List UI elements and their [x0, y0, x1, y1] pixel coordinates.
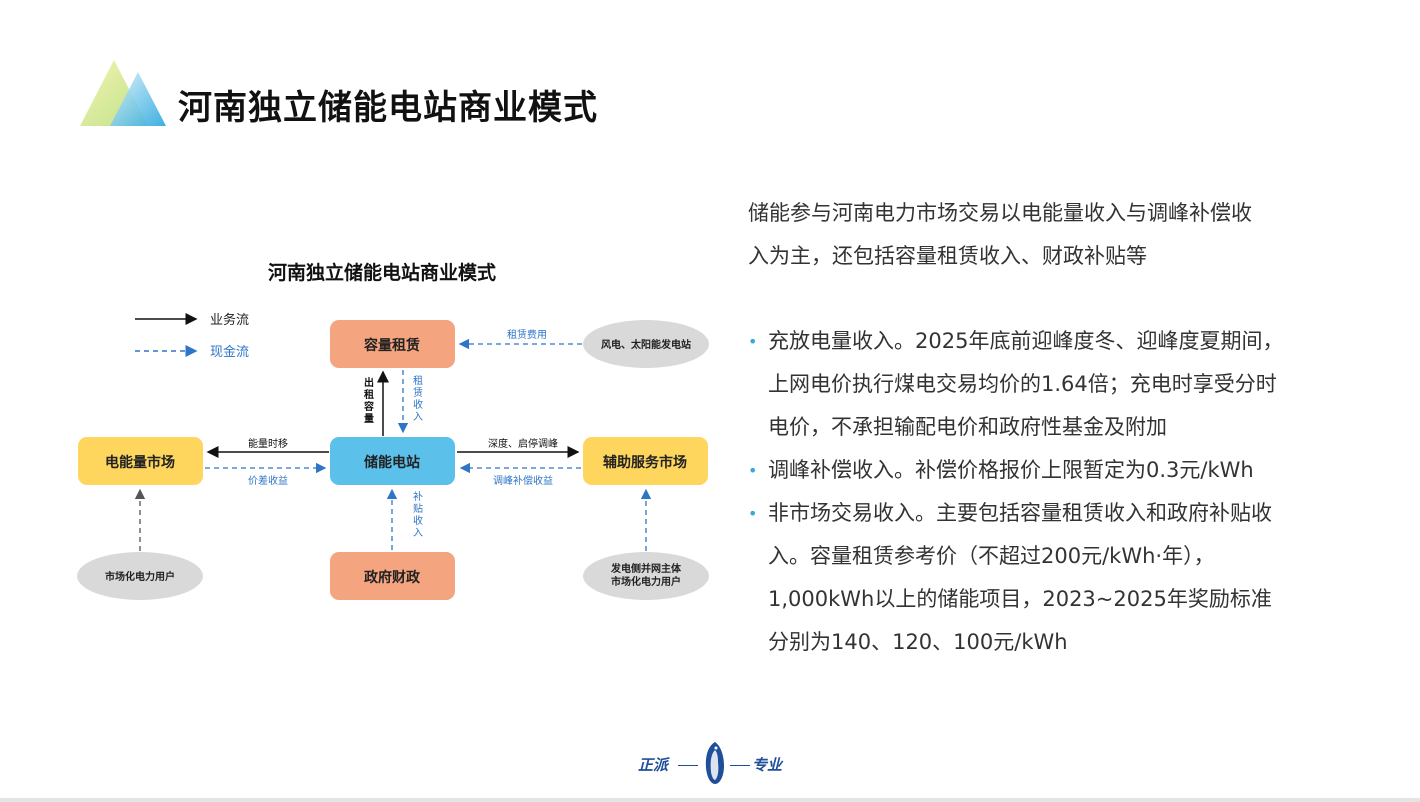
- footer-brand: 正派 专业: [636, 740, 796, 790]
- triangle-logo-icon: [80, 60, 166, 126]
- legend-business-label: 业务流: [210, 312, 249, 328]
- subsidy-income-label: 补 贴 收 入: [413, 490, 423, 539]
- legend-cash-label: 现金流: [210, 344, 249, 360]
- price-spread-label: 价差收益: [248, 474, 288, 487]
- bottom-bar: [0, 798, 1420, 802]
- gen-grid-label-line1: 发电侧并网主体: [610, 562, 682, 575]
- business-model-diagram: 业务流 现金流 容量租赁 储能电站 电能量市场 辅助服务市场 政府财政 风电、太…: [77, 312, 709, 600]
- lead-line-1: 储能参与河南电力市场交易以电能量收入与调峰补偿收: [748, 201, 1252, 225]
- ancillary-market-node: [583, 437, 708, 485]
- lease-income-label: 租 赁 收 入: [413, 374, 423, 423]
- lead-line-2: 入为主，还包括容量租赁收入、财政补贴等: [748, 244, 1147, 268]
- footer-right-text: 专业: [752, 756, 783, 774]
- bullet-list: 充放电量收入。2025年底前迎峰度冬、迎峰度夏期间， 上网电价执行煤电交易均价的…: [748, 320, 1348, 664]
- market-users-left-label: 市场化电力用户: [105, 570, 175, 583]
- wind-solar-label: 风电、太阳能发电站: [601, 338, 691, 351]
- footer-divider-left: [678, 765, 698, 766]
- svg-text:补: 补: [413, 490, 423, 503]
- wind-solar-node: [583, 320, 709, 368]
- svg-text:出: 出: [364, 376, 374, 389]
- energy-market-node: [78, 437, 203, 485]
- lease-fee-label: 租赁费用: [507, 328, 547, 341]
- capacity-lease-node: [330, 320, 455, 368]
- svg-text:收: 收: [413, 398, 423, 411]
- peak-regulation-label: 深度、启停调峰: [488, 437, 558, 450]
- government-finance-node: [330, 552, 455, 600]
- svg-text:量: 量: [364, 412, 374, 425]
- gen-grid-label-line2: 市场化电力用户: [611, 575, 681, 588]
- gen-grid-node: [583, 552, 709, 600]
- capacity-lease-label: 容量租赁: [363, 337, 420, 354]
- svg-text:收: 收: [413, 514, 423, 527]
- svg-text:贴: 贴: [413, 502, 423, 515]
- diagram-title: 河南独立储能电站商业模式: [268, 262, 497, 284]
- svg-text:入: 入: [413, 528, 423, 539]
- footer-left-text: 正派: [638, 756, 669, 774]
- government-finance-label: 政府财政: [364, 569, 421, 586]
- storage-station-node: [330, 437, 455, 485]
- lead-paragraph: 储能参与河南电力市场交易以电能量收入与调峰补偿收 入为主，还包括容量租赁收入、财…: [748, 192, 1348, 278]
- peak-compensation-label: 调峰补偿收益: [493, 474, 553, 487]
- ancillary-market-label: 辅助服务市场: [603, 454, 687, 471]
- svg-text:租: 租: [364, 388, 374, 401]
- bullet-charge-discharge: 充放电量收入。2025年底前迎峰度冬、迎峰度夏期间， 上网电价执行煤电交易均价的…: [748, 320, 1348, 449]
- svg-text:租: 租: [413, 374, 423, 387]
- energy-shift-label: 能量时移: [248, 437, 288, 450]
- storage-station-label: 储能电站: [363, 454, 420, 471]
- page-title: 河南独立储能电站商业模式: [178, 88, 598, 128]
- footer-divider-right: [730, 765, 750, 766]
- penguin-logo-icon: [705, 742, 724, 784]
- svg-text:容: 容: [363, 400, 374, 413]
- bullet-peak-compensation: 调峰补偿收入。补偿价格报价上限暂定为0.3元/kWh: [748, 449, 1348, 492]
- legend: 业务流 现金流: [135, 312, 249, 360]
- rent-capacity-label: 出 租 容 量: [363, 376, 374, 425]
- svg-text:入: 入: [413, 412, 423, 423]
- bullet-non-market: 非市场交易收入。主要包括容量租赁收入和政府补贴收 入。容量租赁参考价（不超过20…: [748, 492, 1348, 664]
- energy-market-label: 电能量市场: [105, 454, 175, 471]
- market-users-left-node: [77, 552, 203, 600]
- svg-text:赁: 赁: [413, 386, 423, 399]
